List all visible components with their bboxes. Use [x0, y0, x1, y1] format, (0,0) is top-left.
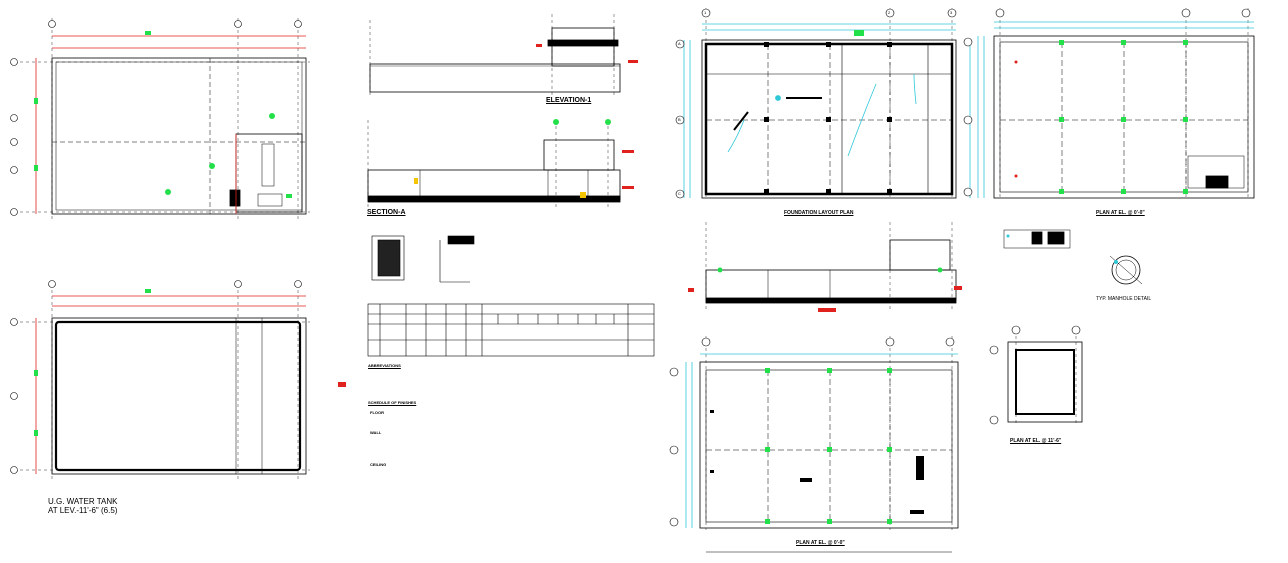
plan-top-left-dims: [35, 35, 306, 214]
drawing-caption-line-2: AT LEV.-11'-6" (6.5): [48, 506, 118, 515]
section-middle: [705, 222, 957, 312]
plan-bottom-left: [14, 284, 310, 480]
plan-small: [1007, 330, 1083, 426]
plan-bottom-middle-markers: [669, 337, 955, 527]
manhole-detail: [1003, 229, 1143, 285]
plan-bottom-middle-cyan: [685, 353, 958, 528]
plan-top-left-markers: [10, 20, 302, 216]
grid-marker-1: 1: [704, 10, 707, 15]
schedule-item-wall: WALL: [370, 430, 382, 435]
plan-top-left-tags: [34, 31, 292, 198]
foundation-plan-markers: [675, 8, 957, 199]
schedule-heading: SCHEDULE OF FINISHES: [368, 400, 417, 405]
grid-marker-c: C: [678, 191, 681, 196]
elevation-1: [369, 14, 621, 96]
grid-marker-a: A: [678, 41, 681, 46]
foundation-plan-title: FOUNDATION LAYOUT PLAN: [784, 210, 854, 216]
plan-top-right-cyan: [977, 21, 1254, 198]
schedule-item-ceiling: CEILING: [370, 462, 387, 467]
grid-marker-3: 3: [950, 10, 953, 15]
section-middle-accents: [688, 267, 962, 312]
plan-bottom-middle-title: PLAN AT EL. @ 0'-0": [796, 540, 845, 546]
plan-bottom-left-tags: [34, 289, 346, 436]
foundation-plan-cols: [764, 30, 892, 194]
grid-marker-2: 2: [888, 10, 891, 15]
drawing-caption-line-1: U.G. WATER TANK: [48, 497, 118, 506]
plan-top-right-cols: [1014, 40, 1188, 194]
section-a-accents: [414, 119, 634, 198]
plan-top-right-title: PLAN AT EL. @ 0'-0": [1096, 210, 1145, 216]
stair-detail: [371, 235, 475, 283]
plan-bottom-left-dims: [35, 295, 306, 474]
plan-top-right: [993, 8, 1255, 200]
manhole-title: TYP. MANHOLE DETAIL: [1096, 296, 1152, 302]
section-title: SECTION-A: [367, 209, 406, 216]
schedule-table-frame: [367, 303, 655, 357]
plan-top-right-markers: [963, 8, 1251, 197]
plan-bottom-left-markers: [10, 280, 302, 474]
plan-bottom-middle-cols: [765, 368, 892, 524]
plan-small-markers: [989, 325, 1081, 425]
foundation-plan: [701, 8, 957, 200]
plan-top-left: [14, 18, 310, 220]
foundation-plan-cyan: [683, 23, 971, 198]
grid-marker-b: B: [678, 117, 681, 122]
plan-small-title: PLAN AT EL. @ 11'-6": [1010, 438, 1062, 444]
section-a: [367, 120, 621, 210]
elevation-1-red: [536, 44, 638, 63]
notes-heading: ABBREVIATIONS: [368, 363, 401, 368]
schedule-item-floor: FLOOR: [370, 410, 384, 415]
plan-bottom-middle-marks: [710, 410, 924, 514]
manhole-accents: [1006, 234, 1118, 264]
elevation-title: ELEVATION-1: [546, 97, 592, 104]
